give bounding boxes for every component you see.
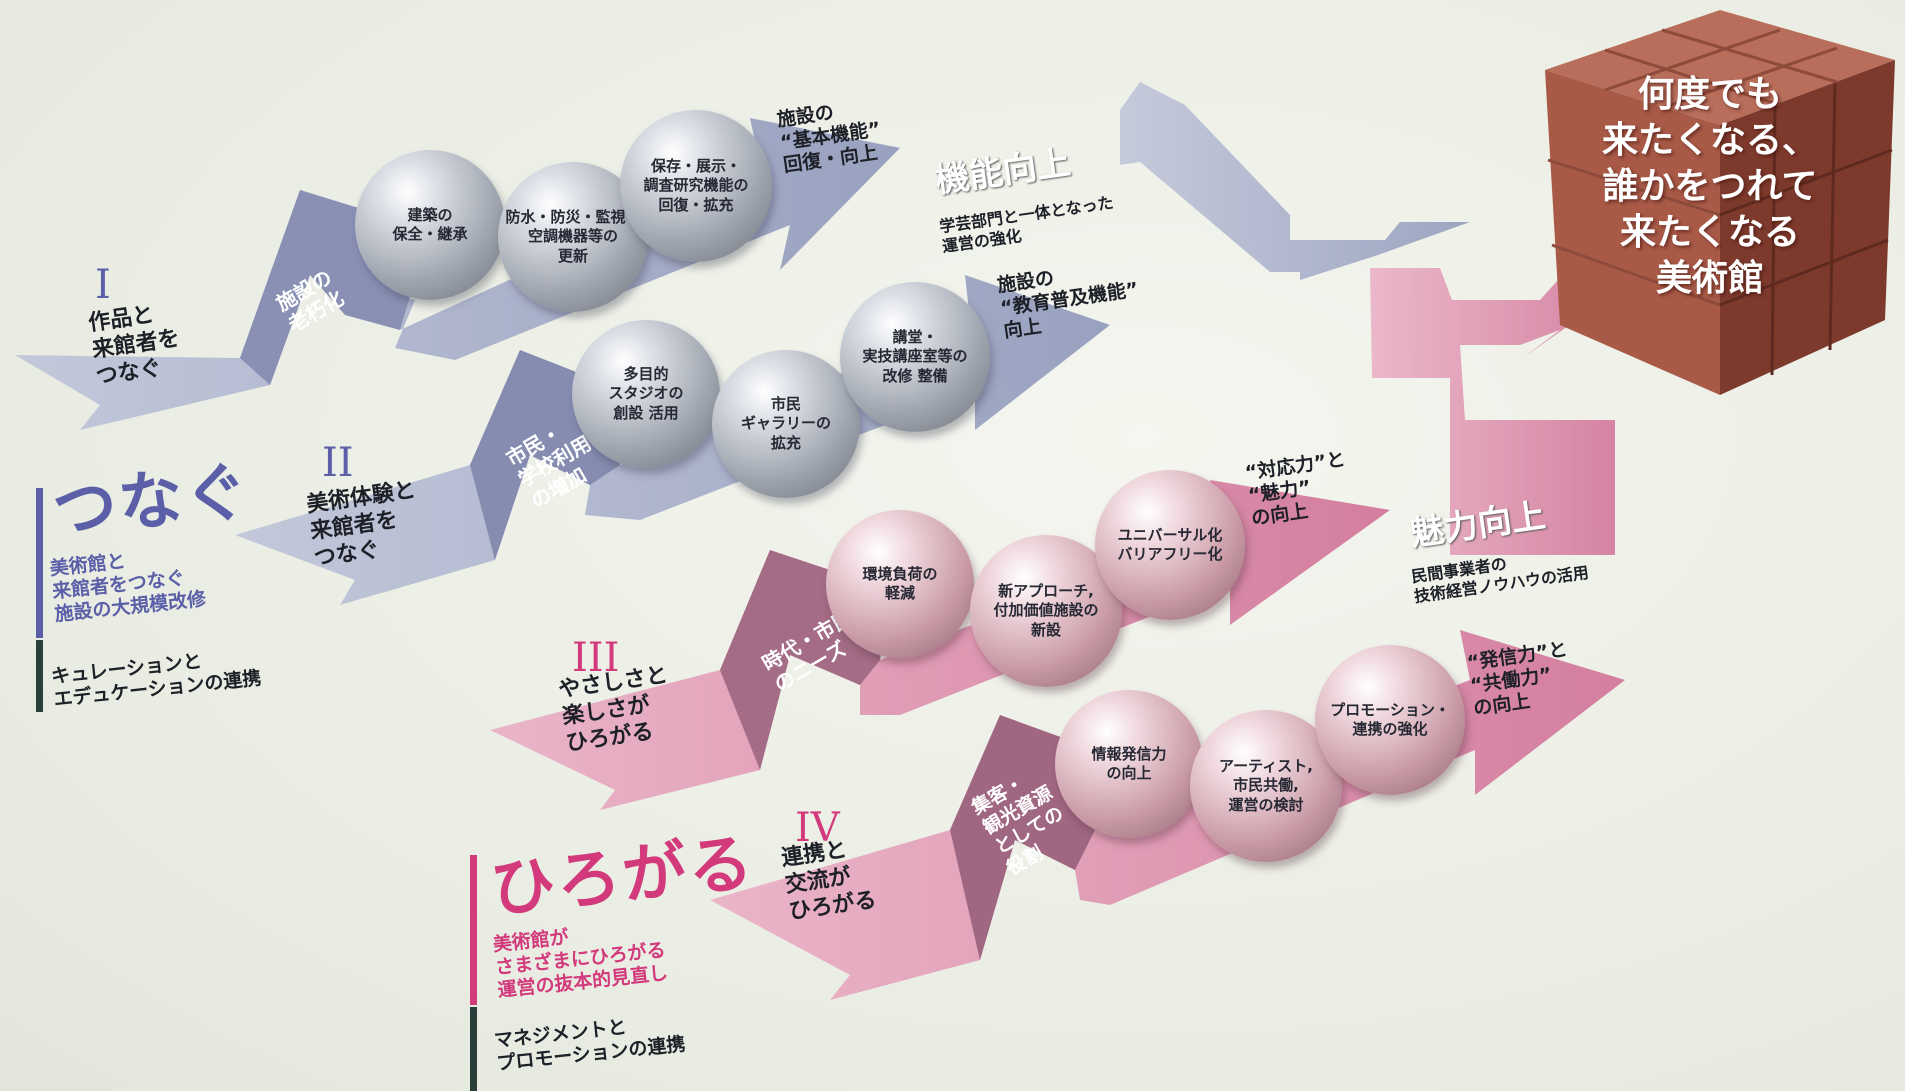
- arrow-3-label: やさしさと 楽しさが ひろがる: [556, 662, 670, 756]
- arrow-4-goal: “発信力”と “共働力” の向上: [1465, 638, 1569, 721]
- goal-text: 何度でも 来たくなる、 誰かをつれて 来たくなる 美術館: [1580, 72, 1840, 302]
- goal-line: 来たくなる: [1619, 212, 1800, 254]
- arrow-2-numeral: II: [322, 440, 354, 486]
- arrow-2-sphere-2: 市民 ギャラリーの 拡充: [712, 350, 860, 498]
- goal-cube: [1545, 10, 1895, 395]
- hirogaru-bar-bottom: [470, 1007, 477, 1091]
- arrow-4-sphere-2: アーティスト, 市民共働, 運営の検討: [1190, 710, 1342, 862]
- tsunagu-bar-top: [36, 488, 43, 638]
- arrow-1-shape: [15, 118, 900, 430]
- hirogaru-bar-top: [470, 855, 477, 1005]
- tsunagu-bar-bottom: [36, 640, 43, 712]
- arrow-2-label: 美術体験と 来館者を つなぐ: [304, 477, 418, 571]
- goal-line: 来たくなる、: [1601, 120, 1818, 162]
- arrow-1-sphere-1: 建築の 保全・継承: [355, 150, 505, 300]
- arrow-3-goal: “対応力”と “魅力” の向上: [1243, 448, 1347, 531]
- arrow-4-numeral: IV: [795, 805, 840, 851]
- arrow-4-sphere-3: プロモーション・ 連携の強化: [1315, 645, 1465, 795]
- arrow-1-sphere-3: 保存・展示・ 調査研究機能の 回復・拡充: [620, 110, 772, 262]
- arrow-3-sphere-1: 環境負荷の 軽減: [826, 510, 974, 658]
- arrow-4-sphere-1: 情報発信力 の向上: [1055, 690, 1203, 838]
- arrow-2-sphere-1: 多目的 スタジオの 創設 活用: [572, 320, 720, 468]
- arrow-4-label: 連携と 交流が ひろがる: [779, 837, 878, 925]
- arrow-1-numeral: I: [95, 262, 111, 308]
- arrow-1-label: 作品と 来館者を つなぐ: [86, 302, 182, 390]
- kino-track: [1120, 82, 1470, 280]
- goal-line: 何度でも: [1637, 74, 1782, 115]
- arrow-1-goal: 施設の “基本機能” 回復・向上: [775, 101, 882, 178]
- miryoku-track: [1370, 250, 1615, 555]
- arrow-2-sphere-3: 講堂・ 実技講座室等の 改修 整備: [840, 282, 990, 432]
- goal-line: 誰かをつれて: [1602, 166, 1818, 208]
- arrow-3-sphere-3: ユニバーサル化 バリアフリー化: [1095, 470, 1245, 620]
- goal-line: 美術館: [1655, 258, 1764, 300]
- arrow-3-numeral: III: [572, 635, 620, 681]
